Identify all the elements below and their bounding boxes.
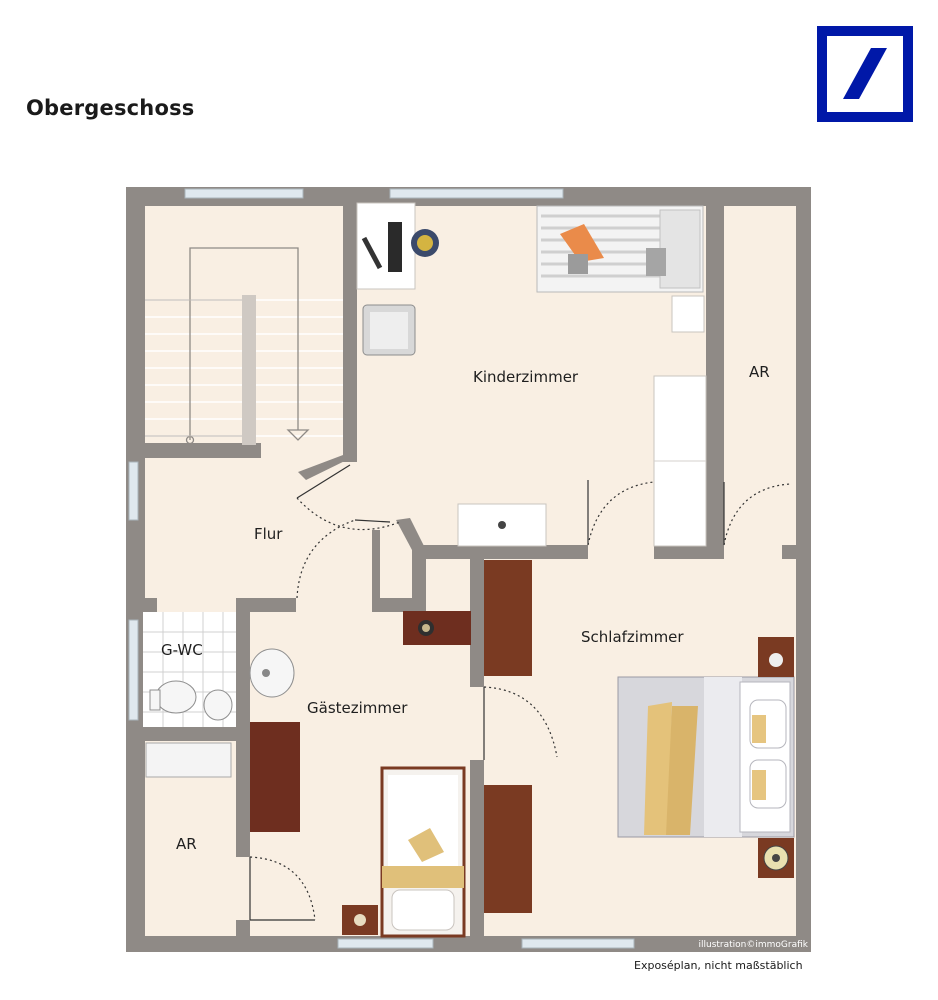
room-label-ar-top: AR [749, 363, 770, 381]
illustration-credit: illustration©immoGrafik [698, 940, 809, 950]
stair-direction [185, 247, 310, 445]
double-bed [617, 676, 795, 838]
wc-washbasin-icon [203, 689, 233, 721]
kinderzimmer-desk [356, 202, 439, 290]
floor-title: Obergeschoss [26, 96, 195, 120]
door-leaves [249, 464, 725, 921]
gaeste-washbasin-icon [249, 648, 295, 698]
flur-cabinet [403, 611, 471, 645]
plan-note: Exposéplan, nicht maßstäblich [634, 959, 803, 972]
gaeste-wardrobe [250, 722, 300, 832]
toilet-icon [155, 680, 197, 714]
stair-handrail [242, 295, 256, 445]
room-label-schlafzimmer: Schlafzimmer [581, 628, 684, 646]
room-label-ar-bottom: AR [176, 835, 197, 853]
kinderzimmer-side-table [671, 295, 705, 333]
interior-walls [143, 200, 798, 940]
room-label-kinderzimmer: Kinderzimmer [473, 368, 579, 386]
room-label-gaestezimmer: Gästezimmer [307, 699, 408, 717]
room-label-gwc: G-WC [161, 641, 203, 659]
room-label-flur: Flur [254, 525, 283, 543]
schlafzimmer-wardrobe [484, 560, 532, 676]
stair-lines [145, 299, 242, 437]
schlafzimmer-dresser [484, 785, 532, 913]
kinderzimmer-bed [536, 205, 704, 293]
bank-logo-icon [817, 26, 913, 122]
single-bed [380, 766, 466, 938]
windows [128, 188, 635, 949]
